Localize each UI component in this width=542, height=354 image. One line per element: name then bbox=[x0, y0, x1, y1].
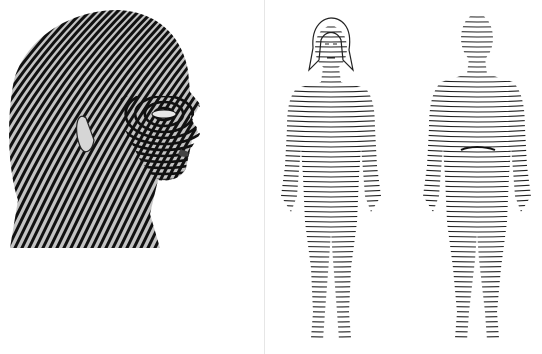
body-front-back-icon bbox=[265, 0, 542, 354]
eye-icon bbox=[152, 110, 176, 118]
head-profile-icon bbox=[0, 0, 262, 250]
back-view bbox=[407, 14, 542, 352]
body-views-panel bbox=[264, 0, 542, 354]
front-view bbox=[265, 14, 401, 352]
head-profile-panel bbox=[0, 0, 262, 250]
